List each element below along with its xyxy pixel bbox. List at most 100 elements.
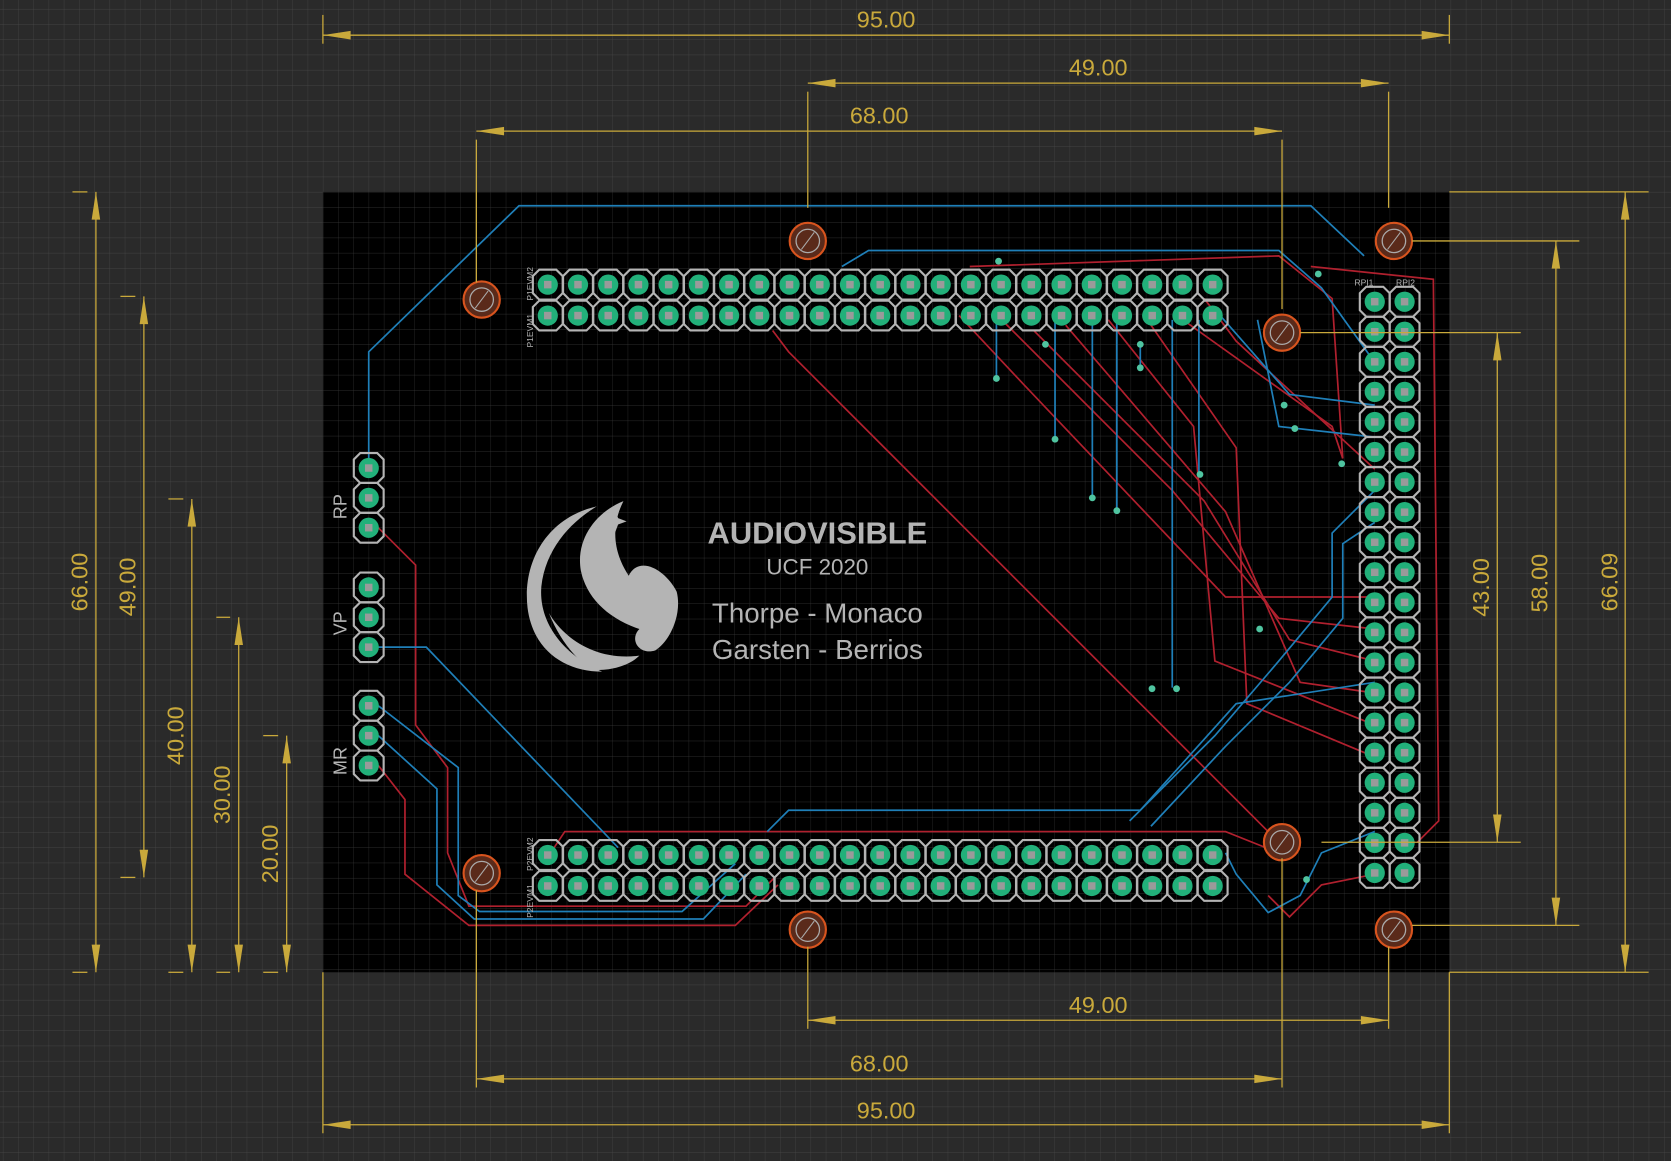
drill-hole <box>906 311 915 320</box>
pad-outline <box>1196 299 1229 332</box>
drill-hole <box>876 280 884 289</box>
drill-hole <box>1400 418 1409 426</box>
dimension-arrow <box>322 1120 351 1130</box>
connector-rp[interactable] <box>352 452 385 544</box>
dimension-right_43[interactable]: 43.00 <box>1300 331 1521 843</box>
via <box>1113 507 1121 515</box>
bottom-copper-trace <box>377 705 736 913</box>
drill-hole <box>1148 851 1156 859</box>
dimension-arrow <box>1360 1016 1389 1025</box>
pad-outline <box>1015 299 1048 332</box>
dimension-arrow <box>807 78 836 88</box>
drill-hole <box>1371 658 1379 667</box>
pad-outline <box>1106 869 1138 902</box>
drill-hole <box>755 882 764 890</box>
dimension-bottom_68[interactable]: 68.00 <box>475 858 1283 1088</box>
mounting-hole[interactable] <box>462 280 501 319</box>
drill-hole <box>574 311 582 320</box>
drill-hole <box>574 882 582 890</box>
drill-hole <box>1178 311 1187 320</box>
dimension-right_6609[interactable]: 66.09 <box>1449 191 1649 973</box>
drill-hole <box>604 851 612 859</box>
dimension-top_49[interactable]: 49.00 <box>807 55 1390 208</box>
dimension-arrow <box>234 617 243 645</box>
drill-hole <box>846 882 854 890</box>
mounting-hole[interactable] <box>788 221 827 261</box>
mounting-hole[interactable] <box>1262 313 1302 352</box>
drill-hole <box>846 851 854 859</box>
pad-outline <box>894 299 927 332</box>
drill-hole <box>1400 779 1409 787</box>
top-copper-trace <box>1150 324 1376 758</box>
pad-outline <box>531 299 564 332</box>
pad-outline <box>773 869 806 902</box>
hole-mark <box>474 290 489 309</box>
drill-hole <box>846 311 854 320</box>
board-subtitle: UCF 2020 <box>766 555 868 580</box>
drill-hole <box>1400 388 1409 396</box>
dimension-top_68[interactable]: 68.00 <box>475 103 1283 310</box>
header-p1evm[interactable] <box>531 268 1229 332</box>
dimension-bottom_95[interactable]: 95.00 <box>322 972 1450 1134</box>
pad-outline <box>1136 869 1169 902</box>
pad-outline <box>531 869 564 902</box>
hole-mark <box>1387 232 1401 250</box>
drill-hole <box>816 882 824 890</box>
dimension-value: 68.00 <box>850 1050 909 1076</box>
drill-hole <box>604 311 612 320</box>
dimension-left_49[interactable]: 49.00 <box>114 295 149 879</box>
mounting-hole[interactable] <box>788 910 827 949</box>
mounting-hole[interactable] <box>1374 910 1414 949</box>
dimension-value: 49.00 <box>1069 55 1128 81</box>
drill-hole <box>997 882 1005 890</box>
silk-labels: P1EVM2 P1EVM1 P2EVM2 P2EVM1 RPI1 RPI2 RP… <box>330 267 1415 918</box>
drill-hole <box>1400 478 1409 486</box>
dimension-arrow <box>187 944 197 973</box>
dimension-top_95[interactable]: 95.00 <box>322 7 1450 44</box>
mounting-hole[interactable] <box>1262 823 1302 862</box>
dimension-value: 66.00 <box>66 553 92 612</box>
dimension-left_66[interactable]: 66.00 <box>66 191 101 973</box>
dimension-arrow <box>1493 814 1502 843</box>
dimension-bottom_49[interactable]: 49.00 <box>807 946 1390 1029</box>
top-copper-trace <box>958 314 1375 598</box>
pad-outline <box>894 869 927 902</box>
hole-drill <box>795 917 821 943</box>
drill-hole <box>1118 280 1126 289</box>
drill-hole <box>1148 882 1156 890</box>
header-p2evm[interactable] <box>531 839 1229 902</box>
drill-hole <box>1027 280 1036 289</box>
board-title: AUDIOVISIBLE <box>707 516 927 551</box>
dimension-left_20[interactable]: 20.00 <box>257 734 291 973</box>
pad-outline <box>352 631 385 664</box>
drill-hole <box>846 280 854 289</box>
hole-drill <box>1381 917 1407 943</box>
dimension-left_40[interactable]: 40.00 <box>162 498 197 973</box>
drill-hole <box>906 851 915 859</box>
header-rpi[interactable] <box>1358 285 1421 889</box>
drill-hole <box>634 882 643 890</box>
drill-hole <box>364 761 373 770</box>
pad-outline <box>985 869 1018 902</box>
mounting-hole[interactable] <box>462 853 501 893</box>
mounting-hole[interactable] <box>1374 221 1414 261</box>
dimension-value: 49.00 <box>114 558 140 617</box>
connector-vp[interactable] <box>352 571 385 664</box>
drill-hole <box>1371 508 1379 516</box>
pad-outline <box>592 299 625 332</box>
pad-outline <box>803 869 836 902</box>
via <box>1088 494 1096 502</box>
dimension-right_58[interactable]: 58.00 <box>1412 240 1580 927</box>
pegasus-logo-icon <box>526 501 679 672</box>
drill-hole <box>1371 538 1379 546</box>
drill-hole <box>1178 851 1187 859</box>
drill-hole <box>1400 718 1409 727</box>
drill-hole <box>1057 280 1066 289</box>
pad-outline <box>834 869 866 902</box>
pad-outline <box>834 299 866 332</box>
drill-hole <box>1208 851 1217 859</box>
connector-mr[interactable] <box>352 689 385 782</box>
dimension-left_30[interactable]: 30.00 <box>209 616 243 973</box>
